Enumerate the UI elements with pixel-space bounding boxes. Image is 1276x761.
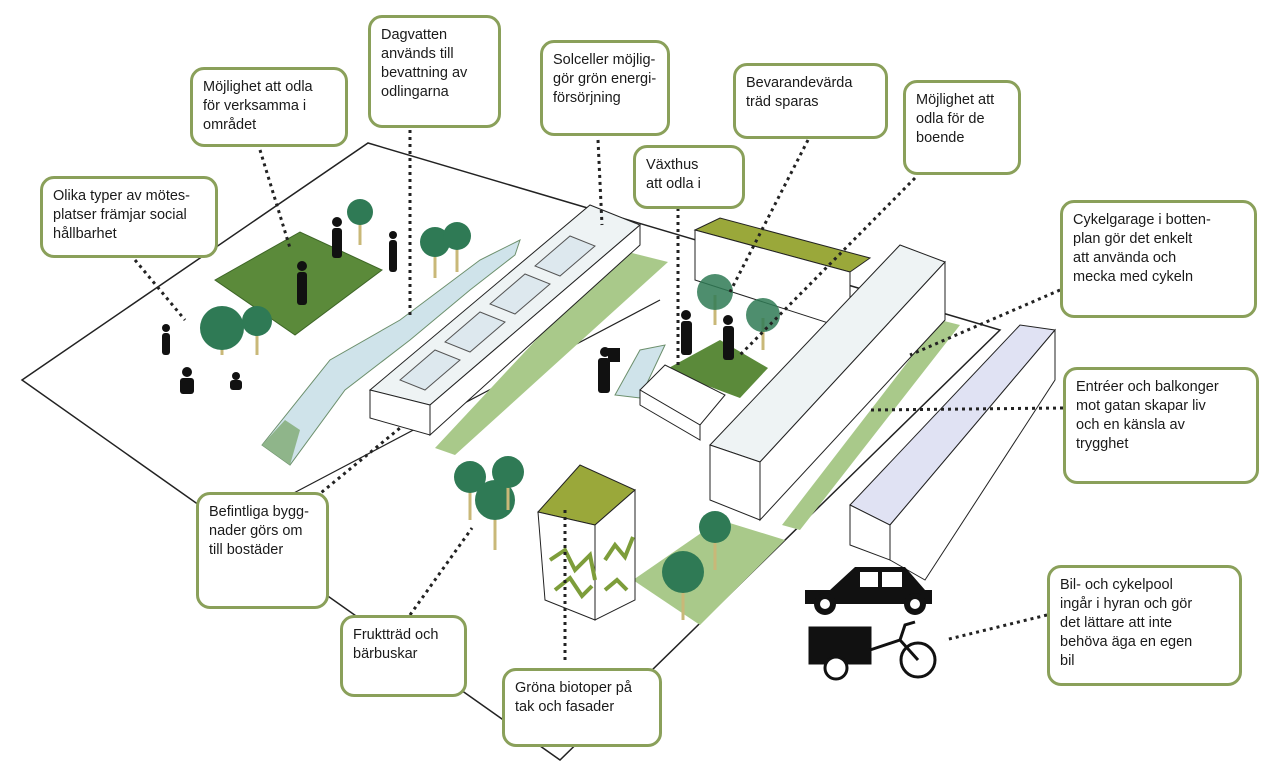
courtyard-green <box>435 250 668 455</box>
right-building-end <box>709 444 761 521</box>
street-line <box>289 299 661 496</box>
callout-trees-kept-text: Bevarandevärda träd sparas <box>746 75 853 110</box>
stormwater-bank <box>262 420 300 465</box>
greenhouse-side <box>639 389 701 441</box>
solar-panels <box>399 235 596 391</box>
person-icon <box>389 231 397 272</box>
tree-icon <box>443 222 471 272</box>
trees <box>200 199 780 620</box>
tree-icon <box>662 551 704 620</box>
person-icon <box>332 217 342 258</box>
person-icon <box>180 367 194 394</box>
callout-cultivation-business: Möjlighet att odla för verksamma i områd… <box>190 67 348 147</box>
green-strip-right <box>782 320 960 530</box>
callout-meeting-places: Olika typer av mötes- platser främjar so… <box>40 176 218 258</box>
callout-entrances-text: Entréer och balkonger mot gatan skapar l… <box>1076 379 1219 452</box>
callout-entrances: Entréer och balkonger mot gatan skapar l… <box>1063 367 1259 484</box>
callout-stormwater-text: Dagvatten används till bevattning av odl… <box>381 27 468 100</box>
callout-bike-garage-text: Cykelgarage i botten- plan gör det enkel… <box>1073 212 1211 285</box>
tree-icon <box>454 461 486 520</box>
person-icon <box>230 372 242 390</box>
tree-icon <box>699 511 731 570</box>
green-lot-bottom <box>633 520 785 625</box>
callout-cultivation-residents-text: Möjlighet att odla för de boende <box>916 92 995 146</box>
tree-icon <box>475 480 515 550</box>
callout-solar-text: Solceller möjlig- gör grön energi- försö… <box>553 52 657 106</box>
tree-icon <box>200 306 244 355</box>
cargo-bike-icon <box>808 620 937 681</box>
callout-car-bike-pool-text: Bil- och cykelpool ingår i hyran och gör… <box>1060 577 1193 669</box>
callout-stormwater: Dagvatten används till bevattning av odl… <box>368 15 501 128</box>
tree-icon <box>347 199 373 245</box>
callout-trees-kept: Bevarandevärda träd sparas <box>733 63 888 139</box>
callout-bike-garage: Cykelgarage i botten- plan gör det enkel… <box>1060 200 1257 318</box>
callout-cultivation-business-text: Möjlighet att odla för verksamma i områd… <box>203 79 313 133</box>
callout-cultivation-residents: Möjlighet att odla för de boende <box>903 80 1021 175</box>
green-facade-vines <box>548 536 635 600</box>
callout-fruit-trees: Fruktträd och bärbuskar <box>340 615 467 697</box>
person-icon <box>723 315 734 360</box>
tree-icon <box>697 274 733 325</box>
car-icon <box>805 567 932 615</box>
person-icon <box>297 261 307 305</box>
callout-solar: Solceller möjlig- gör grön energi- försö… <box>540 40 670 136</box>
callout-converted-buildings-text: Befintliga bygg- nader görs om till bost… <box>209 504 309 558</box>
callout-green-biotopes: Gröna biotoper på tak och fasader <box>502 668 662 747</box>
person-icon <box>598 347 620 393</box>
people <box>162 217 734 394</box>
tree-icon <box>242 306 272 355</box>
callout-greenhouse: Växthus att odla i <box>633 145 745 209</box>
bike-garage-end <box>849 504 891 561</box>
callout-green-biotopes-text: Gröna biotoper på tak och fasader <box>515 680 632 715</box>
callout-car-bike-pool: Bil- och cykelpool ingår i hyran och gör… <box>1047 565 1242 686</box>
long-building-end <box>369 389 431 436</box>
stormwater-channel <box>261 239 521 466</box>
person-icon <box>162 324 170 355</box>
callout-fruit-trees-text: Fruktträd och bärbuskar <box>353 627 439 662</box>
person-icon <box>681 310 692 355</box>
callout-meeting-places-text: Olika typer av mötes- platser främjar so… <box>53 188 190 242</box>
callout-converted-buildings: Befintliga bygg- nader görs om till bost… <box>196 492 329 609</box>
callout-greenhouse-text: Växthus att odla i <box>646 157 701 192</box>
tree-icon <box>420 227 450 278</box>
tree-icon <box>492 456 524 510</box>
stormwater-channel-small <box>614 344 666 399</box>
